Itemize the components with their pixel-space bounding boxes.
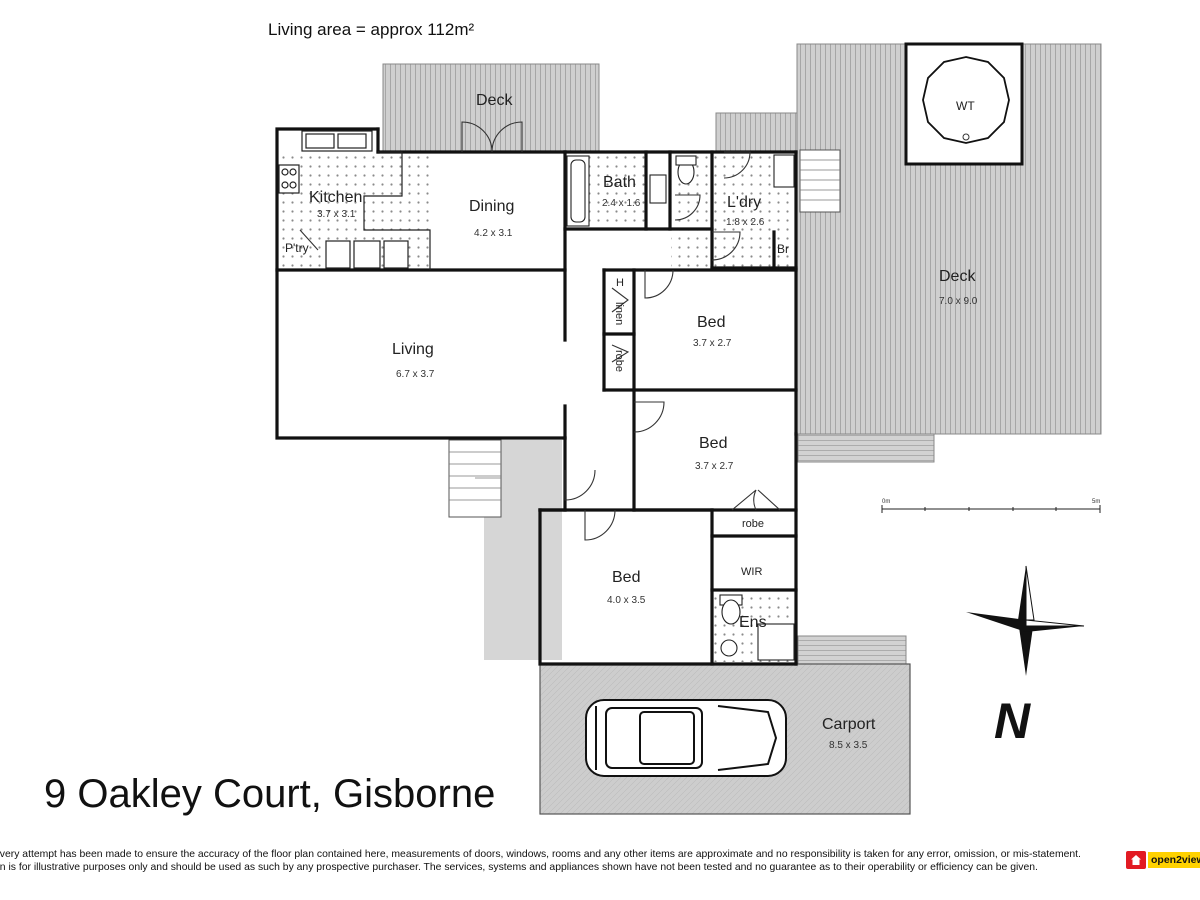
living-area-note: Living area = approx 112m²	[268, 20, 475, 39]
hot-water-label: H	[616, 277, 624, 289]
north-deck	[382, 63, 600, 153]
bed-1-size: 3.7 x 2.7	[693, 338, 732, 349]
linen-label: linen	[613, 302, 625, 325]
disclaimer: every attempt has been made to ensure th…	[0, 848, 1081, 874]
robe-2-label: robe	[742, 518, 764, 530]
ensuite-step	[797, 635, 907, 666]
house-icon	[1126, 851, 1146, 869]
water-tank-label: WT	[956, 99, 975, 113]
broom-label: Br	[777, 242, 789, 256]
address-title: 9 Oakley Court, Gisborne	[44, 772, 496, 816]
deck-east-size: 7.0 x 9.0	[939, 296, 978, 307]
carport-label: Carport	[822, 716, 876, 733]
living-size: 6.7 x 3.7	[396, 369, 435, 380]
deck-north-label: Deck	[476, 92, 513, 109]
brand-logo[interactable]: open2view	[1124, 850, 1200, 870]
dining-size: 4.2 x 3.1	[474, 228, 513, 239]
bath-fixtures	[566, 154, 795, 661]
disclaimer-line-1: every attempt has been made to ensure th…	[0, 849, 1081, 860]
deck-step	[797, 433, 935, 463]
kitchen-label: Kitchen	[309, 189, 362, 206]
bed-1-label: Bed	[697, 314, 725, 331]
carport-size: 8.5 x 3.5	[829, 740, 868, 751]
scale-bar-start: 0m	[882, 499, 890, 505]
bed-2-size: 3.7 x 2.7	[695, 461, 734, 472]
bed-2-label: Bed	[699, 435, 727, 452]
pantry-label: P'try	[285, 241, 309, 255]
laundry-label: L'dry	[727, 194, 761, 211]
kitchen-fixtures	[278, 130, 431, 270]
deck-stairs-treads	[800, 159, 840, 201]
robe-1-label: robe	[613, 350, 625, 372]
scale-bar-end: 5m	[1092, 499, 1100, 505]
laundry-size: 1.8 x 2.6	[726, 217, 765, 228]
entry-stairs	[448, 439, 502, 518]
kitchen-size: 3.7 x 3.1	[317, 209, 356, 220]
compass-north-label: N	[994, 693, 1031, 749]
brand-wordmark: open2view	[1148, 852, 1200, 868]
doors	[299, 121, 781, 541]
bath-label: Bath	[603, 174, 636, 191]
entry-stairs-treads	[449, 451, 501, 501]
wir-label: WIR	[741, 566, 762, 578]
bed-3-label: Bed	[612, 569, 640, 586]
bed-3-size: 4.0 x 3.5	[607, 595, 646, 606]
water-tank	[922, 56, 1010, 144]
bath-size: 2.4 x 1.6	[602, 198, 641, 209]
water-tank-outlet	[962, 133, 970, 141]
living-label: Living	[392, 341, 434, 358]
deck-east-label: Deck	[939, 268, 976, 285]
compass-icon	[966, 565, 1085, 676]
ensuite-label: Ens	[739, 614, 767, 631]
deck-stairs	[799, 149, 841, 213]
dining-label: Dining	[469, 198, 514, 215]
walls	[275, 127, 798, 666]
disclaimer-line-2: an is for illustrative purposes only and…	[0, 862, 1038, 873]
scale-bar	[881, 505, 1101, 513]
car-icon	[585, 699, 787, 777]
